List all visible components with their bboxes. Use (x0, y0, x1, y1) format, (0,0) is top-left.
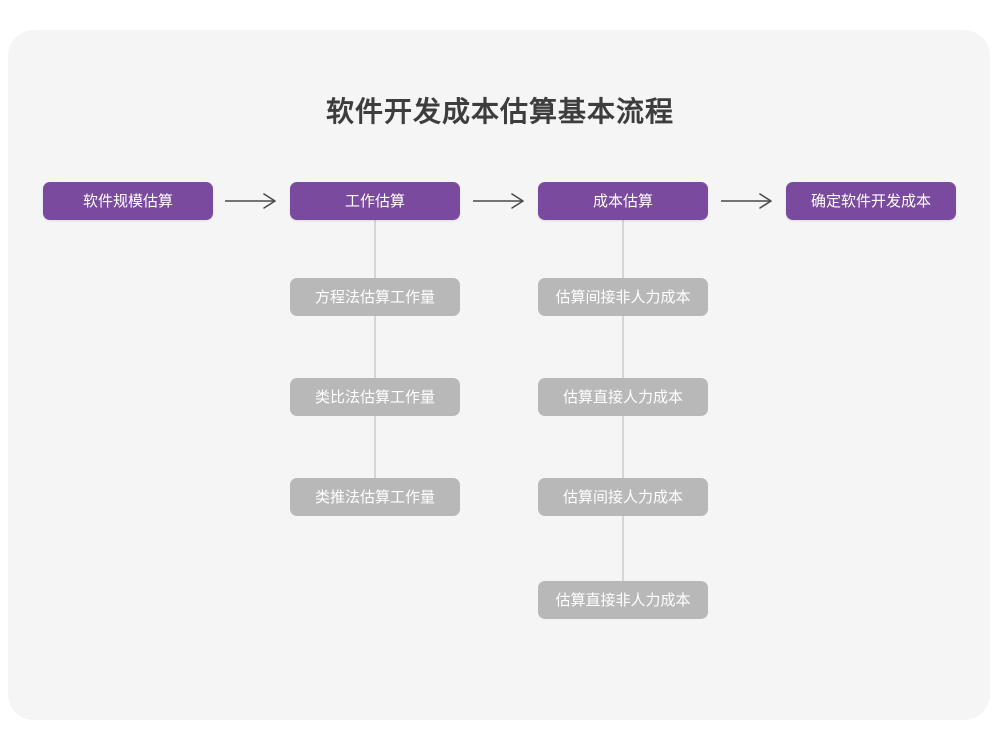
page-title: 软件开发成本估算基本流程 (325, 96, 674, 127)
node-indirect-labor-cost-estimation[interactable]: 估算间接人力成本 (538, 478, 708, 516)
node-cost-estimation[interactable]: 成本估算 (538, 182, 708, 220)
connector-line-work-estimation (374, 220, 376, 502)
node-label: 软件规模估算 (82, 192, 173, 210)
diagram-card-background (8, 30, 990, 720)
node-software-scale-estimation[interactable]: 软件规模估算 (43, 182, 213, 220)
node-label: 方程法估算工作量 (314, 288, 435, 306)
node-label: 确定软件开发成本 (810, 192, 931, 210)
node-work-estimation[interactable]: 工作估算 (290, 182, 460, 220)
node-label: 估算直接人力成本 (562, 388, 683, 406)
node-label: 估算间接非人力成本 (555, 288, 691, 306)
node-label: 类推法估算工作量 (314, 488, 435, 506)
node-label: 工作估算 (344, 192, 405, 210)
arrow-step2-to-step3 (472, 191, 528, 211)
node-label: 估算间接人力成本 (562, 488, 683, 506)
node-determine-software-development-cost[interactable]: 确定软件开发成本 (786, 182, 956, 220)
node-analogy-method-workload-estimation[interactable]: 类比法估算工作量 (290, 378, 460, 416)
node-indirect-non-labor-cost-estimation[interactable]: 估算间接非人力成本 (538, 278, 708, 316)
node-label: 估算直接非人力成本 (555, 591, 691, 609)
node-equation-method-workload-estimation[interactable]: 方程法估算工作量 (290, 278, 460, 316)
node-direct-labor-cost-estimation[interactable]: 估算直接人力成本 (538, 378, 708, 416)
node-label: 成本估算 (592, 192, 653, 210)
node-direct-non-labor-cost-estimation[interactable]: 估算直接非人力成本 (538, 581, 708, 619)
node-label: 类比法估算工作量 (314, 388, 435, 406)
node-inference-method-workload-estimation[interactable]: 类推法估算工作量 (290, 478, 460, 516)
arrow-step1-to-step2 (224, 191, 280, 211)
arrow-step3-to-step4 (720, 191, 776, 211)
